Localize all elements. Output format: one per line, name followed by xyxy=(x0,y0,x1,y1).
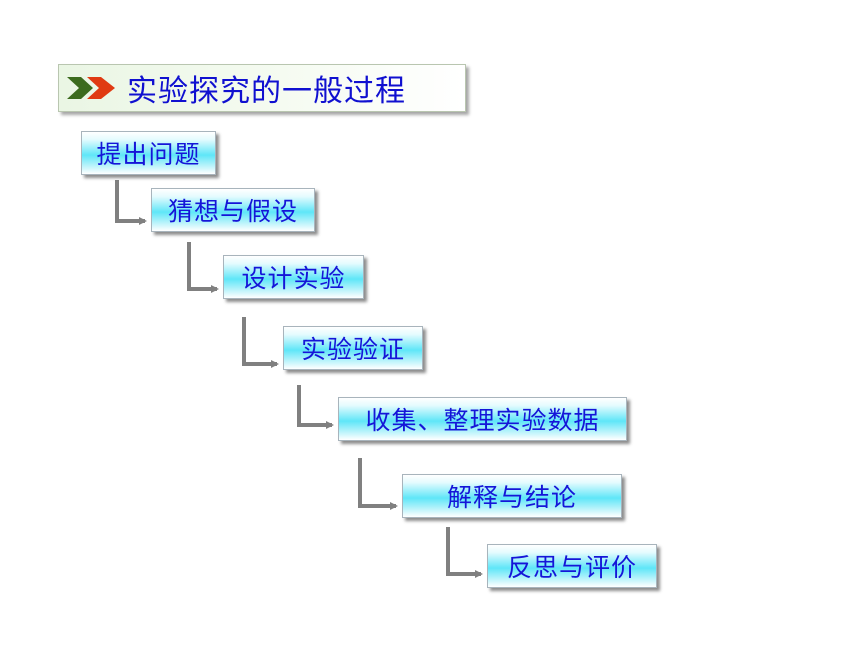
connector-arrow-1 xyxy=(115,180,147,225)
connector-arrow-4 xyxy=(297,385,334,429)
connector-arrow-6 xyxy=(446,527,483,578)
page-title: 实验探究的一般过程 xyxy=(127,74,406,109)
title-banner: 实验探究的一般过程 xyxy=(58,64,466,112)
step-box-collect-data: 收集、整理实验数据 xyxy=(338,397,627,441)
step-box-ask-question: 提出问题 xyxy=(81,131,216,175)
double-chevron-right-icon xyxy=(67,77,115,99)
step-label: 反思与评价 xyxy=(506,553,637,582)
step-label: 猜想与假设 xyxy=(167,197,298,226)
step-box-design-experiment: 设计实验 xyxy=(223,255,364,299)
step-box-reflection: 反思与评价 xyxy=(487,544,657,588)
step-box-hypothesis: 猜想与假设 xyxy=(151,188,315,232)
step-label: 实验验证 xyxy=(300,335,405,364)
step-label: 收集、整理实验数据 xyxy=(365,406,600,435)
connector-arrow-5 xyxy=(358,458,398,510)
connector-arrow-3 xyxy=(242,317,279,368)
step-box-verify-experiment: 实验验证 xyxy=(283,326,423,370)
step-label: 提出问题 xyxy=(96,140,201,169)
step-label: 解释与结论 xyxy=(446,483,577,512)
step-box-conclusion: 解释与结论 xyxy=(402,474,622,518)
step-label: 设计实验 xyxy=(241,264,346,293)
connector-arrow-2 xyxy=(187,242,219,293)
